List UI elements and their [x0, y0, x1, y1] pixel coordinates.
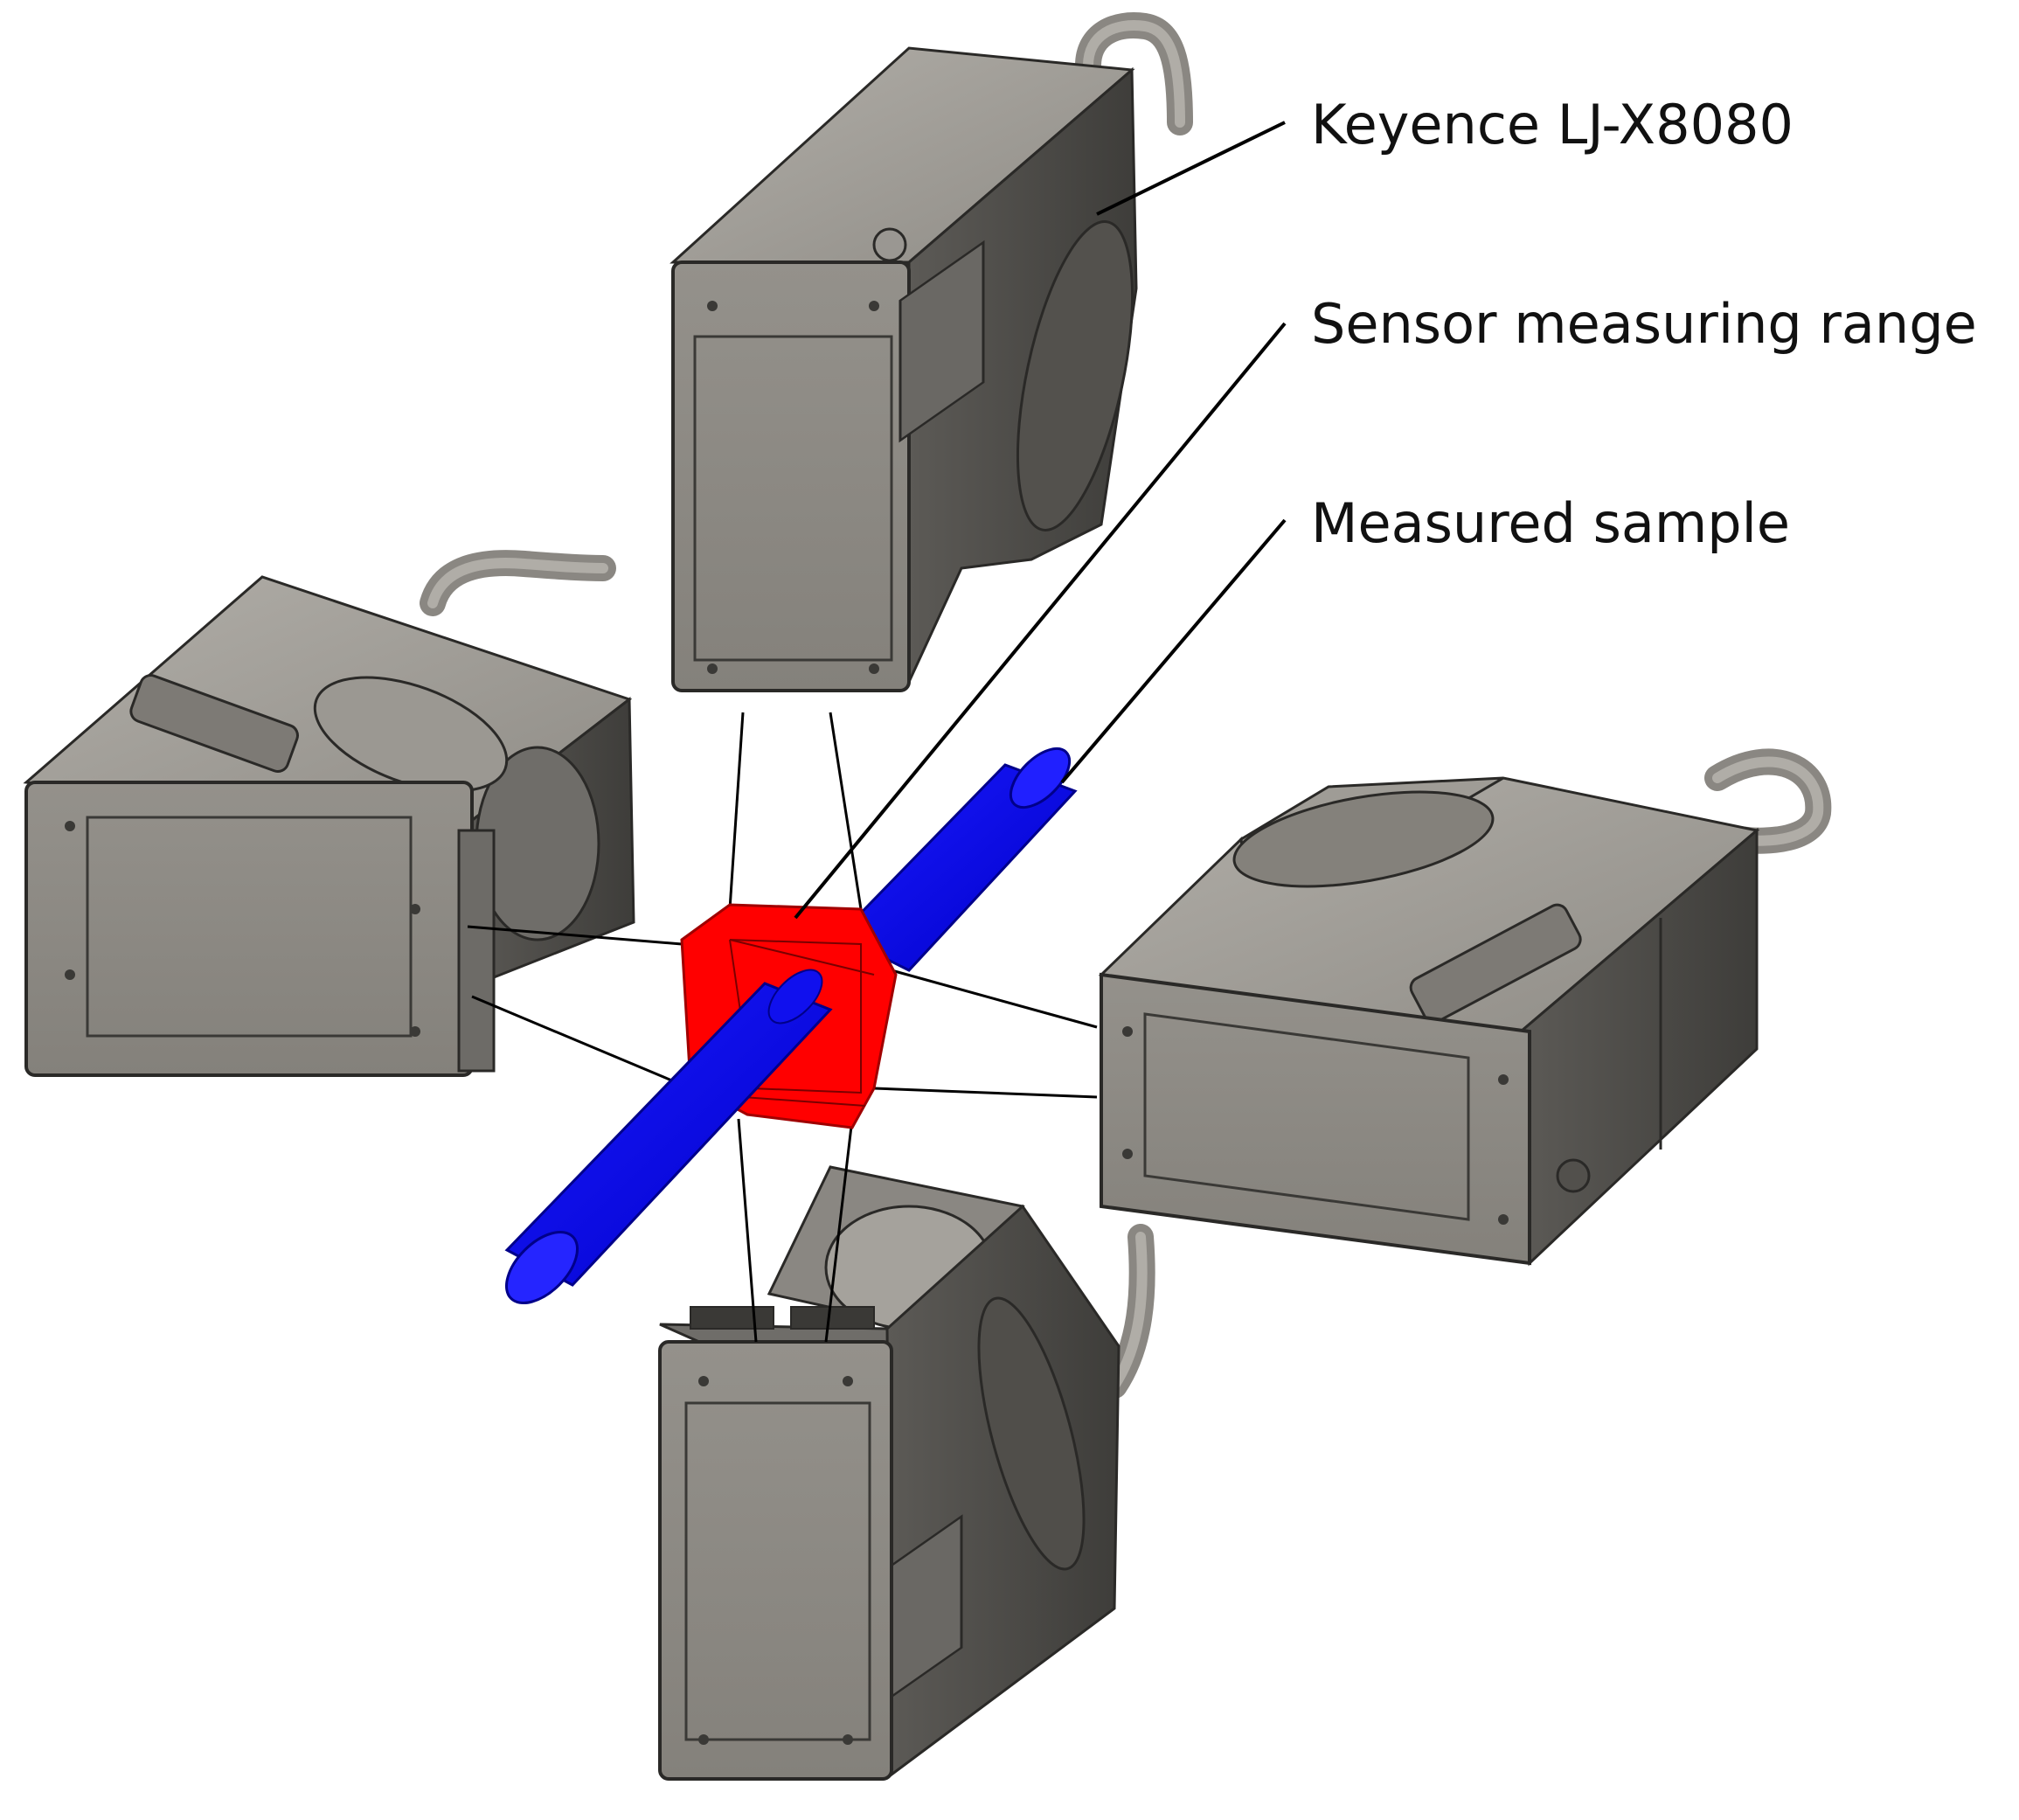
leader-lines — [794, 121, 1287, 920]
sensor-bottom — [658, 1165, 1155, 1781]
label-sensor-model: Keyence LJ-X8080 — [1311, 93, 1794, 156]
sensor-bottom-front-face — [658, 1340, 893, 1781]
leader-measuring-range — [794, 322, 1287, 920]
sensor-left-front-face — [24, 781, 474, 1077]
measured-sample-front — [504, 969, 833, 1305]
laser-beam-lines — [467, 712, 1098, 1343]
sensor-top-front-face — [671, 260, 911, 692]
label-measured-sample: Measured sample — [1311, 491, 1790, 555]
leader-sample — [1060, 518, 1287, 784]
sensor-top-side-face — [907, 66, 1138, 683]
sensor-right-front-face — [1100, 972, 1531, 1266]
leader-sensor-model — [1096, 121, 1286, 216]
label-measuring-range: Sensor measuring range — [1311, 292, 1977, 356]
sensor-top — [670, 12, 1193, 692]
sensor-right — [1098, 748, 1832, 1267]
sensor-left — [23, 550, 635, 1077]
